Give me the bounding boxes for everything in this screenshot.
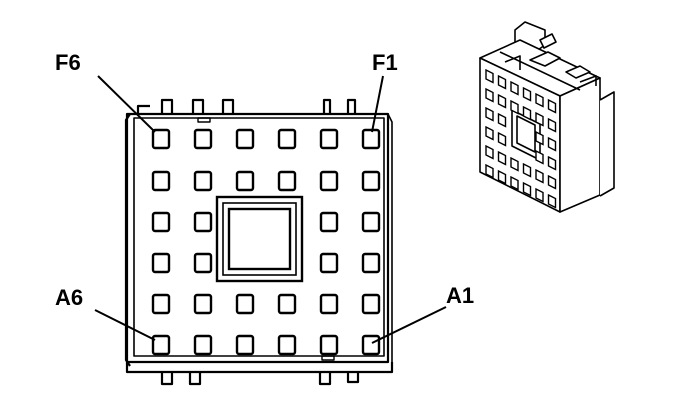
isometric-terminal-cavity bbox=[547, 98, 557, 114]
isometric-terminal-cavity bbox=[547, 174, 557, 190]
terminal-cavity bbox=[193, 128, 213, 150]
terminal-cavity bbox=[235, 170, 255, 192]
terminal-cavity bbox=[151, 293, 171, 315]
isometric-terminal-cavity bbox=[510, 156, 519, 172]
terminal-cavity bbox=[361, 252, 381, 274]
isometric-terminal-cavity bbox=[485, 125, 494, 141]
isometric-terminal-cavity bbox=[510, 99, 519, 115]
isometric-terminal-cavity bbox=[510, 175, 519, 191]
isometric-terminal-cavity bbox=[510, 80, 519, 96]
isometric-terminal-cavity bbox=[522, 105, 532, 121]
terminal-cavity bbox=[319, 128, 339, 150]
terminal-cavity bbox=[319, 293, 339, 315]
leader-line-a6 bbox=[94, 309, 156, 341]
isometric-terminal-cavity bbox=[485, 68, 494, 84]
label-f1: F1 bbox=[372, 50, 398, 75]
terminal-cavity bbox=[193, 252, 213, 274]
terminal-cavity bbox=[235, 128, 255, 150]
isometric-terminal-cavities bbox=[485, 68, 557, 209]
isometric-terminal-cavity bbox=[535, 168, 544, 184]
leader-line-f1 bbox=[371, 75, 384, 133]
isometric-terminal-cavity bbox=[522, 162, 532, 178]
isometric-terminal-cavity bbox=[485, 106, 494, 122]
terminal-cavity bbox=[277, 334, 297, 356]
isometric-terminal-cavity bbox=[522, 86, 532, 102]
label-a6: A6 bbox=[55, 285, 83, 310]
terminal-cavity bbox=[361, 293, 381, 315]
isometric-terminal-cavity bbox=[535, 149, 544, 165]
terminal-cavity bbox=[277, 128, 297, 150]
isometric-terminal-cavity bbox=[522, 181, 532, 197]
terminal-cavity bbox=[193, 211, 213, 233]
terminal-cavity bbox=[361, 211, 381, 233]
label-a1: A1 bbox=[446, 283, 474, 308]
leader-lines bbox=[94, 75, 447, 344]
isometric-terminal-cavity bbox=[497, 112, 507, 128]
isometric-terminal-cavity bbox=[485, 163, 494, 179]
terminal-cavity bbox=[361, 334, 381, 356]
terminal-cavity bbox=[151, 211, 171, 233]
terminal-cavity bbox=[151, 128, 171, 150]
isometric-terminal-cavity bbox=[535, 187, 544, 203]
label-f6: F6 bbox=[55, 50, 81, 75]
terminal-cavity bbox=[319, 211, 339, 233]
isometric-terminal-cavity bbox=[485, 144, 494, 160]
leader-line-f6 bbox=[97, 75, 156, 133]
terminal-cavity bbox=[235, 334, 255, 356]
terminal-cavity bbox=[193, 170, 213, 192]
isometric-terminal-cavity bbox=[535, 111, 544, 127]
terminal-cavity bbox=[235, 293, 255, 315]
isometric-terminal-cavity bbox=[547, 155, 557, 171]
isometric-terminal-cavity bbox=[535, 92, 544, 108]
isometric-terminal-cavity bbox=[497, 74, 507, 90]
isometric-terminal-cavity bbox=[497, 150, 507, 166]
isometric-terminal-cavity bbox=[497, 169, 507, 185]
isometric-terminal-cavity bbox=[497, 93, 507, 109]
leader-line-a1 bbox=[371, 306, 447, 344]
terminal-cavity bbox=[193, 334, 213, 356]
isometric-terminal-cavity bbox=[485, 87, 494, 103]
terminal-cavity bbox=[361, 170, 381, 192]
isometric-terminal-cavity bbox=[535, 130, 544, 146]
terminal-cavity bbox=[277, 170, 297, 192]
isometric-terminal-cavity bbox=[547, 136, 557, 152]
terminal-cavity bbox=[319, 334, 339, 356]
terminal-cavity bbox=[361, 128, 381, 150]
isometric-terminal-cavity bbox=[497, 131, 507, 147]
isometric-terminal-cavity bbox=[547, 117, 557, 133]
terminal-cavity bbox=[151, 252, 171, 274]
terminal-cavity-grid bbox=[151, 128, 381, 356]
connector-body bbox=[124, 98, 394, 386]
terminal-cavity bbox=[277, 293, 297, 315]
terminal-cavity bbox=[193, 293, 213, 315]
terminal-cavity bbox=[151, 334, 171, 356]
isometric-terminal-cavity bbox=[547, 193, 557, 209]
terminal-cavity bbox=[151, 170, 171, 192]
center-cavity bbox=[215, 195, 304, 283]
terminal-cavity bbox=[319, 252, 339, 274]
terminal-cavity bbox=[319, 170, 339, 192]
